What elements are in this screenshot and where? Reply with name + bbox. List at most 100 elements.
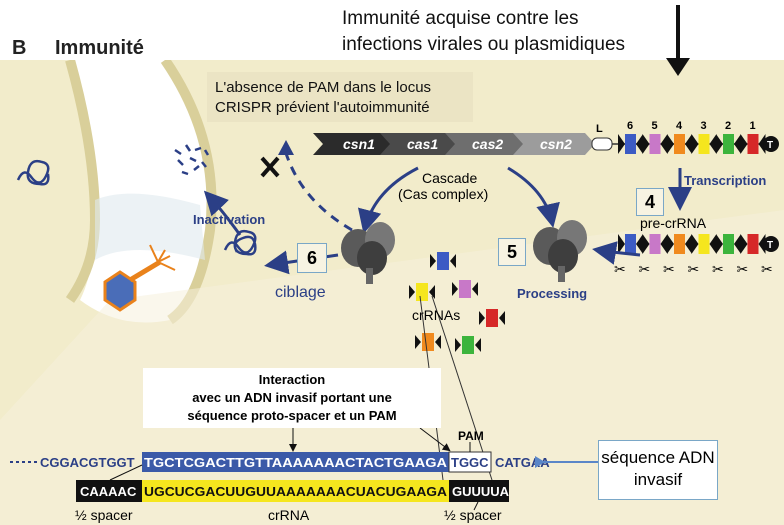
spacer-block bbox=[625, 234, 636, 254]
repeat-half bbox=[479, 311, 485, 325]
terminator-label: T bbox=[767, 240, 773, 251]
cas-complex-right bbox=[533, 220, 587, 282]
step-5-number: 5 bbox=[506, 242, 517, 262]
spacer-block bbox=[674, 234, 685, 254]
crrna-piece bbox=[422, 333, 434, 351]
protospacer-highlight bbox=[142, 452, 449, 472]
pre-crrna-label: pre-crRNA bbox=[640, 215, 707, 231]
spacer-block bbox=[747, 134, 759, 154]
repeat-half bbox=[409, 285, 415, 299]
spacer-number: 5 bbox=[652, 120, 658, 132]
repeat-diamond bbox=[758, 234, 766, 254]
repeat-diamond bbox=[716, 134, 723, 154]
repeat-diamond bbox=[685, 234, 692, 254]
step-6-number: 6 bbox=[306, 248, 317, 268]
gene-label-csn2: csn2 bbox=[540, 136, 572, 152]
pre-crrna-array: ✂✂✂✂✂✂T✂ bbox=[614, 234, 779, 278]
step-5-box: 5 bbox=[498, 238, 526, 266]
repeat-half bbox=[450, 254, 456, 268]
inactivation-arrow bbox=[203, 190, 242, 236]
terminator bbox=[763, 136, 779, 152]
rna-spacer: UGCUCGACUUGUUAAAAAAACUACUGAAGA bbox=[144, 484, 448, 499]
interaction-note-box: Interaction avec un ADN invasif portant … bbox=[143, 368, 441, 428]
rna-left: CAAAAC bbox=[80, 484, 137, 499]
repeat-diamond bbox=[667, 234, 674, 254]
ciblage-label: ciblage bbox=[275, 284, 326, 301]
terminator bbox=[763, 236, 779, 252]
spacer-number: 6 bbox=[627, 120, 633, 132]
autoimmunity-dashed-arrow bbox=[283, 149, 353, 232]
panel-letter: B bbox=[12, 37, 26, 59]
leader bbox=[591, 137, 613, 151]
dna-pam: TGGC bbox=[451, 455, 489, 470]
crrnas-label: crRNAs bbox=[412, 307, 460, 323]
interaction-line-2: avec un ADN invasif portant une bbox=[192, 390, 392, 405]
degraded-dna-fragments bbox=[174, 144, 210, 176]
repeat-diamond bbox=[636, 234, 643, 254]
spacer-block bbox=[698, 234, 710, 254]
scissors-icon: ✂ bbox=[614, 262, 626, 278]
lower-zoom-region bbox=[0, 210, 784, 525]
repeat-diamond bbox=[685, 134, 692, 154]
processing-label: Processing bbox=[517, 286, 587, 301]
crrna-piece bbox=[486, 309, 498, 327]
half-spacer-pointer-left bbox=[109, 464, 143, 481]
half-spacer-pointer-right bbox=[473, 501, 479, 511]
repeat-half bbox=[499, 311, 505, 325]
pam-note-line-1: L'absence de PAM dans le locus bbox=[215, 79, 432, 96]
header-line-2: infections virales ou plasmidiques bbox=[342, 34, 625, 55]
gene-label-cas1: cas1 bbox=[407, 136, 438, 152]
spacer-block bbox=[649, 134, 661, 154]
rna-left-block bbox=[76, 480, 144, 502]
cell-gap bbox=[95, 193, 205, 260]
invasive-dna-box: séquence ADN invasif bbox=[598, 440, 718, 500]
cas-complex-left bbox=[341, 222, 395, 284]
gene-cas2 bbox=[445, 133, 528, 155]
step-6-box: 6 bbox=[297, 243, 327, 273]
spacer-number: 1 bbox=[750, 120, 756, 132]
membrane-left bbox=[65, 58, 101, 303]
rna-right-block bbox=[449, 480, 509, 502]
leader-label: L bbox=[596, 123, 603, 135]
scissors-icon: ✂ bbox=[663, 262, 675, 278]
repeat-diamond bbox=[691, 134, 699, 154]
pam-note-box: L'absence de PAM dans le locus CRISPR pr… bbox=[207, 72, 473, 122]
inactivation-label: Inactivation bbox=[193, 212, 265, 227]
repeat-diamond bbox=[709, 234, 717, 254]
gene-label-cas2: cas2 bbox=[472, 136, 503, 152]
spacer-block bbox=[698, 134, 710, 154]
gene-csn2 bbox=[513, 133, 595, 155]
repeat-diamond bbox=[660, 234, 668, 254]
scissors-icon: ✂ bbox=[712, 262, 724, 278]
repeat-half bbox=[435, 335, 441, 349]
gene-csn1 bbox=[313, 133, 395, 155]
interaction-line-3: séquence proto-spacer et un PAM bbox=[187, 408, 397, 423]
cascade-label-1: Cascade bbox=[422, 170, 477, 186]
repeat-half bbox=[430, 254, 436, 268]
repeat-half bbox=[415, 335, 421, 349]
spacer-block bbox=[747, 234, 759, 254]
invading-dna-squiggle bbox=[223, 229, 257, 256]
dna-left: CGGACGTGGT bbox=[40, 455, 135, 470]
repeat-diamond bbox=[758, 134, 766, 154]
phage-dna-squiggle bbox=[16, 159, 50, 186]
panel-title: Immunité bbox=[55, 37, 144, 59]
gene-label-csn1: csn1 bbox=[343, 136, 375, 152]
crrna-piece bbox=[459, 280, 471, 298]
spacer-number: 2 bbox=[725, 120, 731, 132]
crrna-piece bbox=[416, 283, 428, 301]
cascade-label-2: (Cas complex) bbox=[398, 186, 488, 202]
repeat-diamond bbox=[709, 134, 717, 154]
header-line-1: Immunité acquise contre les bbox=[342, 8, 579, 29]
repeat-diamond bbox=[618, 234, 625, 254]
invasive-dna-line-2: invasif bbox=[633, 470, 683, 489]
repeat-half bbox=[429, 285, 435, 299]
rna-right: GUUUUA bbox=[452, 484, 510, 499]
processing-arrow bbox=[592, 241, 641, 265]
cascade-arrow-right bbox=[507, 166, 560, 228]
repeat-diamond bbox=[618, 134, 625, 154]
pam-label: PAM bbox=[458, 429, 484, 443]
gene-cas1 bbox=[380, 133, 460, 155]
